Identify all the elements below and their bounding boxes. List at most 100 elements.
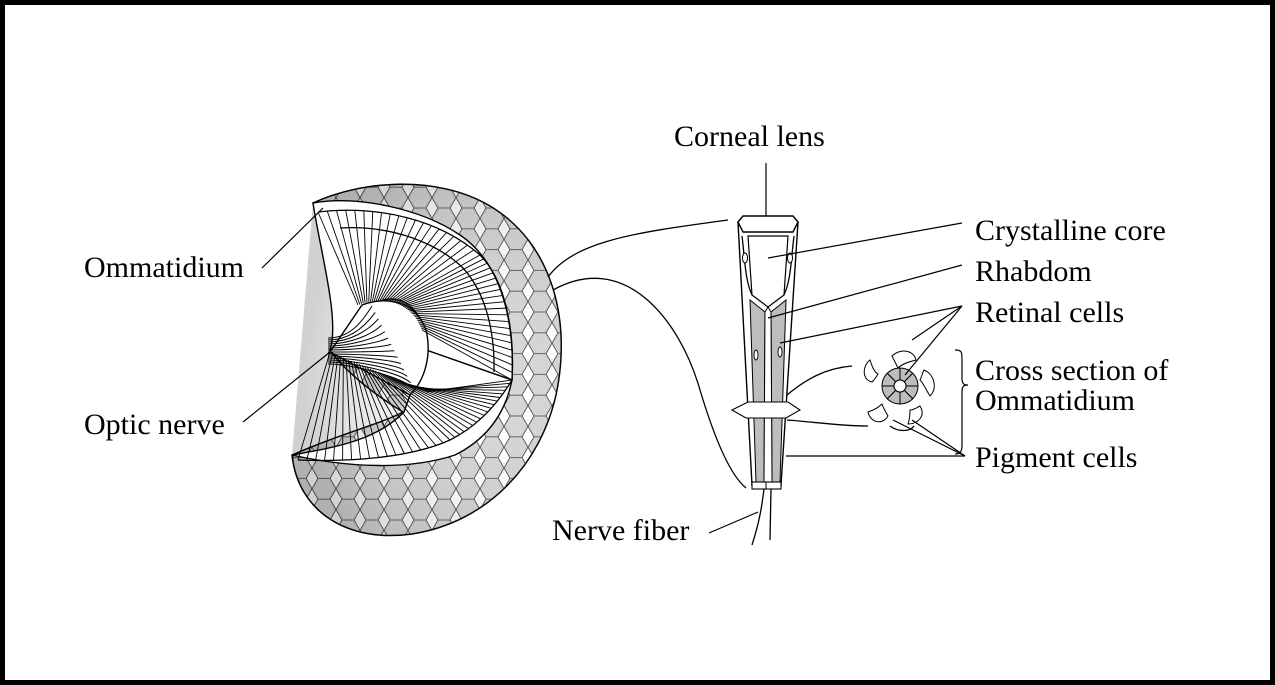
- ommatidium-ray: [372, 369, 437, 446]
- ommatidium-ray: [315, 354, 336, 461]
- ommatidium-ray: [306, 353, 334, 461]
- lower-ommatidia-rays: [297, 351, 513, 461]
- label-cross-section-line2: Ommatidium: [975, 384, 1135, 417]
- ommatidium-ray: [413, 314, 510, 323]
- compound-eye: [291, 183, 562, 537]
- optic-nerve-fiber: [327, 355, 401, 365]
- ommatidium-ray: [364, 366, 414, 453]
- label-optic-nerve: Optic nerve: [84, 408, 225, 441]
- ommatidium-ray: [317, 211, 359, 306]
- ommatidium-ray: [397, 262, 488, 305]
- label-crystalline-core: Crystalline core: [975, 214, 1166, 247]
- ommatidium-ray: [420, 327, 513, 373]
- ommatidium-ray: [391, 377, 473, 426]
- ommatidium-ray: [410, 307, 507, 313]
- ommatidium-ray: [383, 228, 440, 302]
- ommatidium-ray: [383, 373, 460, 436]
- ommatidium-ray: [336, 210, 362, 304]
- nerve-fiber-strand: [751, 488, 765, 546]
- label-pigment-cells: Pigment cells: [975, 441, 1137, 474]
- ommatidium-detail: [730, 215, 802, 546]
- cross-section-plane: [730, 401, 802, 419]
- ommatidium-ray: [375, 217, 408, 302]
- ommatidium-ray: [356, 362, 388, 457]
- ommatidium-ray: [358, 364, 397, 456]
- optic-nerve-fiber: [327, 363, 414, 390]
- optic-nerve-fiber: [327, 359, 408, 377]
- optic-nerve-fiber: [327, 343, 392, 351]
- optic-nerve-fiber: [327, 353, 398, 358]
- corneal-lens-shape: [737, 215, 799, 233]
- optic-nerve-fiber: [327, 350, 395, 353]
- optic-nerve-fiber: [327, 324, 382, 345]
- ommatidium-ray: [421, 329, 513, 381]
- ommatidium-ray: [333, 356, 342, 461]
- ommatidium-ray: [297, 351, 331, 461]
- ommatidium-ray: [415, 317, 512, 337]
- optic-nerve-fiber: [327, 305, 373, 339]
- label-cross-section-line1: Cross section of: [975, 354, 1168, 387]
- ommatidium-ray: [385, 374, 465, 433]
- ommatidium-ray: [393, 378, 477, 423]
- rhabdom-center: [893, 379, 907, 393]
- ommatidium-ray: [345, 210, 364, 304]
- ommatidium-ray: [420, 386, 508, 391]
- ommatidium-ray: [326, 210, 361, 305]
- ommatidium-ray: [418, 321, 513, 351]
- ommatidium-ray: [368, 211, 374, 302]
- ommatidium-ray: [411, 313, 508, 316]
- ommatidium-ray: [373, 215, 400, 302]
- ommatidium-ray: [392, 249, 475, 303]
- zoom-line-bottom: [552, 277, 747, 489]
- ommatidium-ray: [409, 301, 505, 312]
- ommatidium-ray: [401, 272, 494, 307]
- ommatidium-ray: [420, 325, 513, 366]
- label-nerve-fiber: Nerve fiber: [552, 514, 689, 547]
- upper-ommatidia-rays: [317, 210, 513, 381]
- ommatidium-ray: [342, 357, 344, 461]
- ommatidium-ray: [377, 219, 416, 301]
- ommatidium-ray: [353, 361, 379, 458]
- ommatidium-ray: [380, 372, 456, 438]
- ommatidium-ray: [407, 294, 503, 311]
- ommatidium-ray: [363, 210, 368, 303]
- label-corneal-lens: Corneal lens: [674, 120, 825, 153]
- ommatidium-ray: [419, 323, 513, 359]
- optic-nerve-fiber: [327, 357, 405, 371]
- ommatidium-ray: [388, 376, 469, 430]
- label-ommatidium: Ommatidium: [84, 251, 244, 284]
- ommatidium-ray: [377, 371, 451, 441]
- ommatidium-ray: [366, 367, 422, 451]
- ommatidium-ray: [402, 277, 497, 307]
- optic-nerve-fiber: [327, 337, 389, 349]
- label-retinal-cells: Retinal cells: [975, 296, 1124, 329]
- crystalline-cone-shape: [747, 235, 789, 308]
- leader-lines: [242, 163, 969, 534]
- ommatidium-ray: [324, 355, 339, 461]
- ommatidium-ray: [388, 240, 462, 302]
- ommatidium-ray: [406, 288, 501, 309]
- ommatidium-ray: [386, 236, 455, 302]
- retinal-cell-ring: [881, 367, 919, 405]
- ommatidium-ray: [350, 360, 371, 459]
- ommatidium-ray: [416, 319, 512, 344]
- ommatidium-ray: [371, 213, 391, 302]
- ommatidium-ray: [381, 225, 432, 302]
- label-rhabdom: Rhabdom: [975, 255, 1092, 288]
- ommatidium-ray: [385, 232, 447, 302]
- ommatidium-ray: [354, 210, 366, 303]
- ommatidium-ray: [369, 368, 429, 449]
- optic-nerve-fiber: [327, 312, 376, 341]
- ommatidium-ray: [345, 358, 353, 460]
- optic-nerve-fiber: [327, 331, 386, 347]
- ommatidium-ray: [390, 244, 468, 303]
- zoom-line-top: [547, 219, 729, 278]
- ommatidium-ray: [414, 316, 511, 330]
- ommatidium-ray: [425, 379, 513, 393]
- ommatidium-ray: [361, 365, 405, 454]
- rhabdom-shape: [763, 306, 773, 483]
- optic-nerve-fiber: [327, 318, 379, 343]
- ommatidium-ray: [396, 258, 484, 304]
